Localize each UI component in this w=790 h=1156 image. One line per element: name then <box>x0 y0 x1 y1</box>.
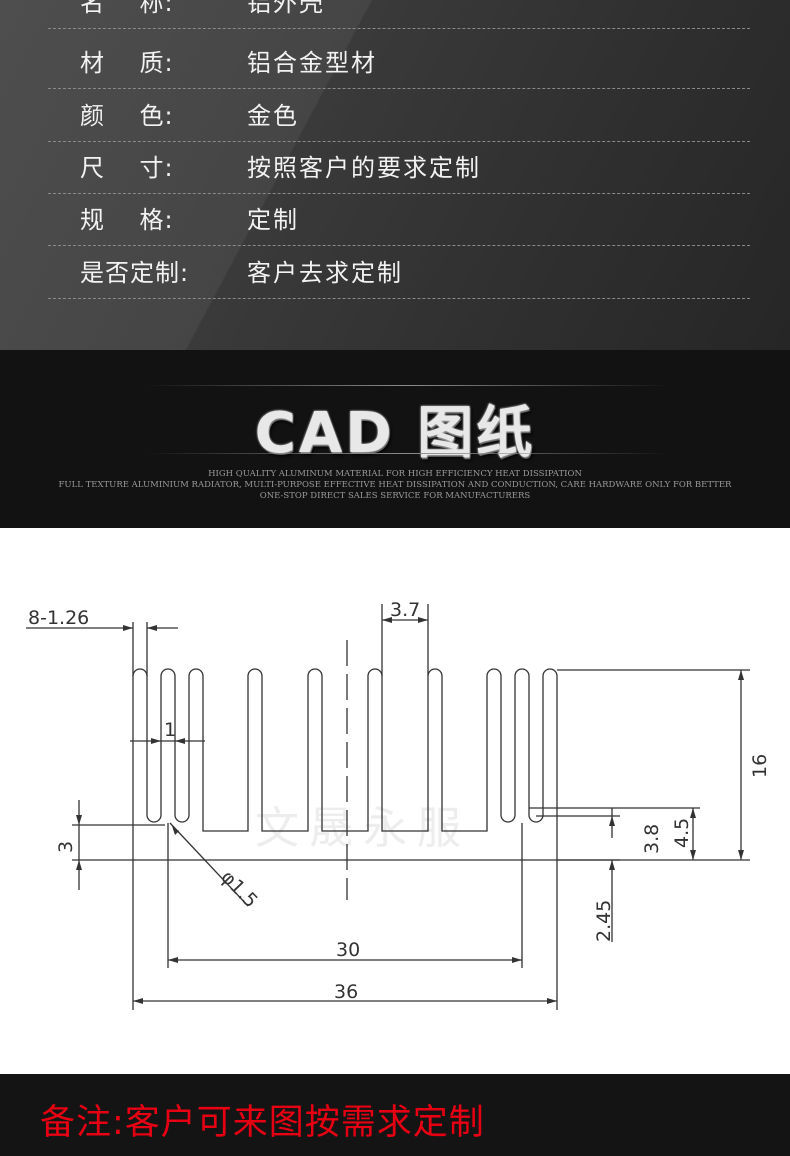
dim-height: 16 <box>749 754 771 778</box>
dim-slot-width: 1 <box>164 719 176 741</box>
cad-drawing: 文晟永服 <box>0 528 790 1074</box>
custom-note: 备注:客户可来图按需求定制 <box>40 1103 485 1143</box>
section-title-band: CAD 图纸 HIGH QUALITY ALUMINUM MATERIAL FO… <box>0 350 790 528</box>
spec-label: 规 格: <box>80 206 174 234</box>
spec-value: 定制 <box>247 206 299 234</box>
spec-row-spec: 规 格: 定制 <box>48 193 750 246</box>
spec-value: 铝外壳 <box>247 0 325 17</box>
dim-side-height: 4.5 <box>671 818 693 848</box>
note-band: 备注:客户可来图按需求定制 <box>0 1074 790 1156</box>
dim-total-width: 36 <box>334 981 358 1003</box>
subtitle-line: ONE-STOP DIRECT SALES SERVICE FOR MANUFA… <box>259 491 531 501</box>
dim-groove-offset: 3 <box>55 841 77 853</box>
spec-value: 客户去求定制 <box>247 259 403 287</box>
spec-label: 尺 寸: <box>80 154 174 182</box>
spec-value: 按照客户的要求定制 <box>247 154 481 182</box>
spec-row-color: 颜 色: 金色 <box>48 89 750 142</box>
spec-label: 材 质: <box>80 49 174 77</box>
subtitle-line: HIGH QUALITY ALUMINUM MATERIAL FOR HIGH … <box>208 469 582 479</box>
dim-groove-depth: 3.8 <box>641 824 663 854</box>
watermark: 文晟永服 <box>255 803 471 854</box>
dim-hole-diameter: φ1.5 <box>216 866 262 912</box>
spec-value: 金色 <box>247 102 299 130</box>
spec-row-size: 尺 寸: 按照客户的要求定制 <box>48 141 750 194</box>
spec-panel: 名 称: 铝外壳 材 质: 铝合金型材 颜 色: 金色 尺 寸: 按照客户的要求… <box>0 0 790 350</box>
dim-fin-pitch: 3.7 <box>390 599 420 621</box>
heatsink-profile-svg: 文晟永服 <box>26 599 771 1010</box>
dim-inner-width: 30 <box>336 939 360 961</box>
spec-row-custom: 是否定制: 客户去求定制 <box>48 246 750 299</box>
subtitle-line: FULL TEXTURE ALUMINIUM RADIATOR, MULTI-P… <box>58 480 732 490</box>
section-title: CAD 图纸 <box>254 401 536 466</box>
spec-label: 颜 色: <box>80 102 174 130</box>
divider <box>145 453 670 454</box>
spec-row-material: 材 质: 铝合金型材 <box>48 36 750 89</box>
divider <box>145 385 670 386</box>
spec-label: 是否定制: <box>80 259 190 287</box>
spec-row-name: 名 称: 铝外壳 <box>48 0 750 29</box>
spec-value: 铝合金型材 <box>247 49 377 77</box>
heatsink-outline <box>132 668 558 861</box>
dim-fin-spec: 8-1.26 <box>28 607 89 629</box>
dim-base-thickness: 2.45 <box>593 900 615 942</box>
spec-label: 名 称: <box>80 0 174 17</box>
